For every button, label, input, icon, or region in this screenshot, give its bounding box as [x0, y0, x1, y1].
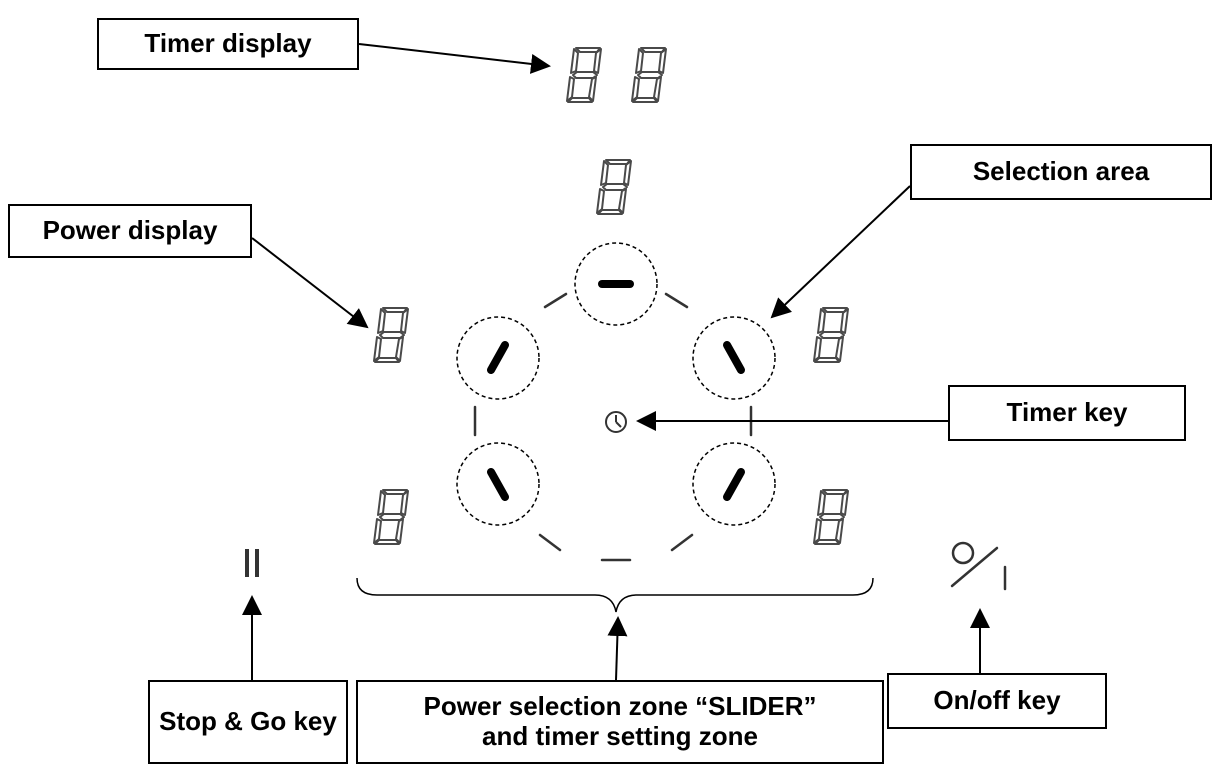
power-display-right-upper	[813, 307, 849, 363]
slider-zone-label: Power selection zone “SLIDER” and timer …	[356, 680, 884, 764]
slider-zone-label-line2: and timer setting zone	[482, 721, 758, 751]
slider-zone-label-line1: Power selection zone “SLIDER”	[423, 691, 817, 722]
pause-icon[interactable]	[245, 549, 259, 577]
stop-go-key-label: Stop & Go key	[148, 680, 348, 764]
on-off-key-label: On/off key	[887, 673, 1107, 729]
selection-area-lower-left[interactable]	[456, 442, 540, 526]
on-off-icon[interactable]	[950, 541, 1007, 591]
timer-display-label: Timer display	[97, 18, 359, 70]
clock-icon[interactable]	[605, 411, 627, 433]
selection-area-label: Selection area	[910, 144, 1212, 200]
selection-area-top[interactable]	[574, 242, 658, 326]
power-display-left-upper	[373, 307, 409, 363]
timer-key-label: Timer key	[948, 385, 1186, 441]
selection-area-lower-right[interactable]	[692, 442, 776, 526]
selection-area-upper-right[interactable]	[692, 316, 776, 400]
power-display-right-lower	[813, 489, 849, 545]
timer-display-digit-1	[566, 47, 602, 103]
power-display-label: Power display	[8, 204, 252, 258]
zone-display-top	[596, 159, 632, 215]
slider-zone-brace	[356, 577, 874, 613]
callout-arrows	[242, 43, 990, 681]
timer-display-digit-2	[631, 47, 667, 103]
selection-area-upper-left[interactable]	[456, 316, 540, 400]
power-display-left-lower	[373, 489, 409, 545]
